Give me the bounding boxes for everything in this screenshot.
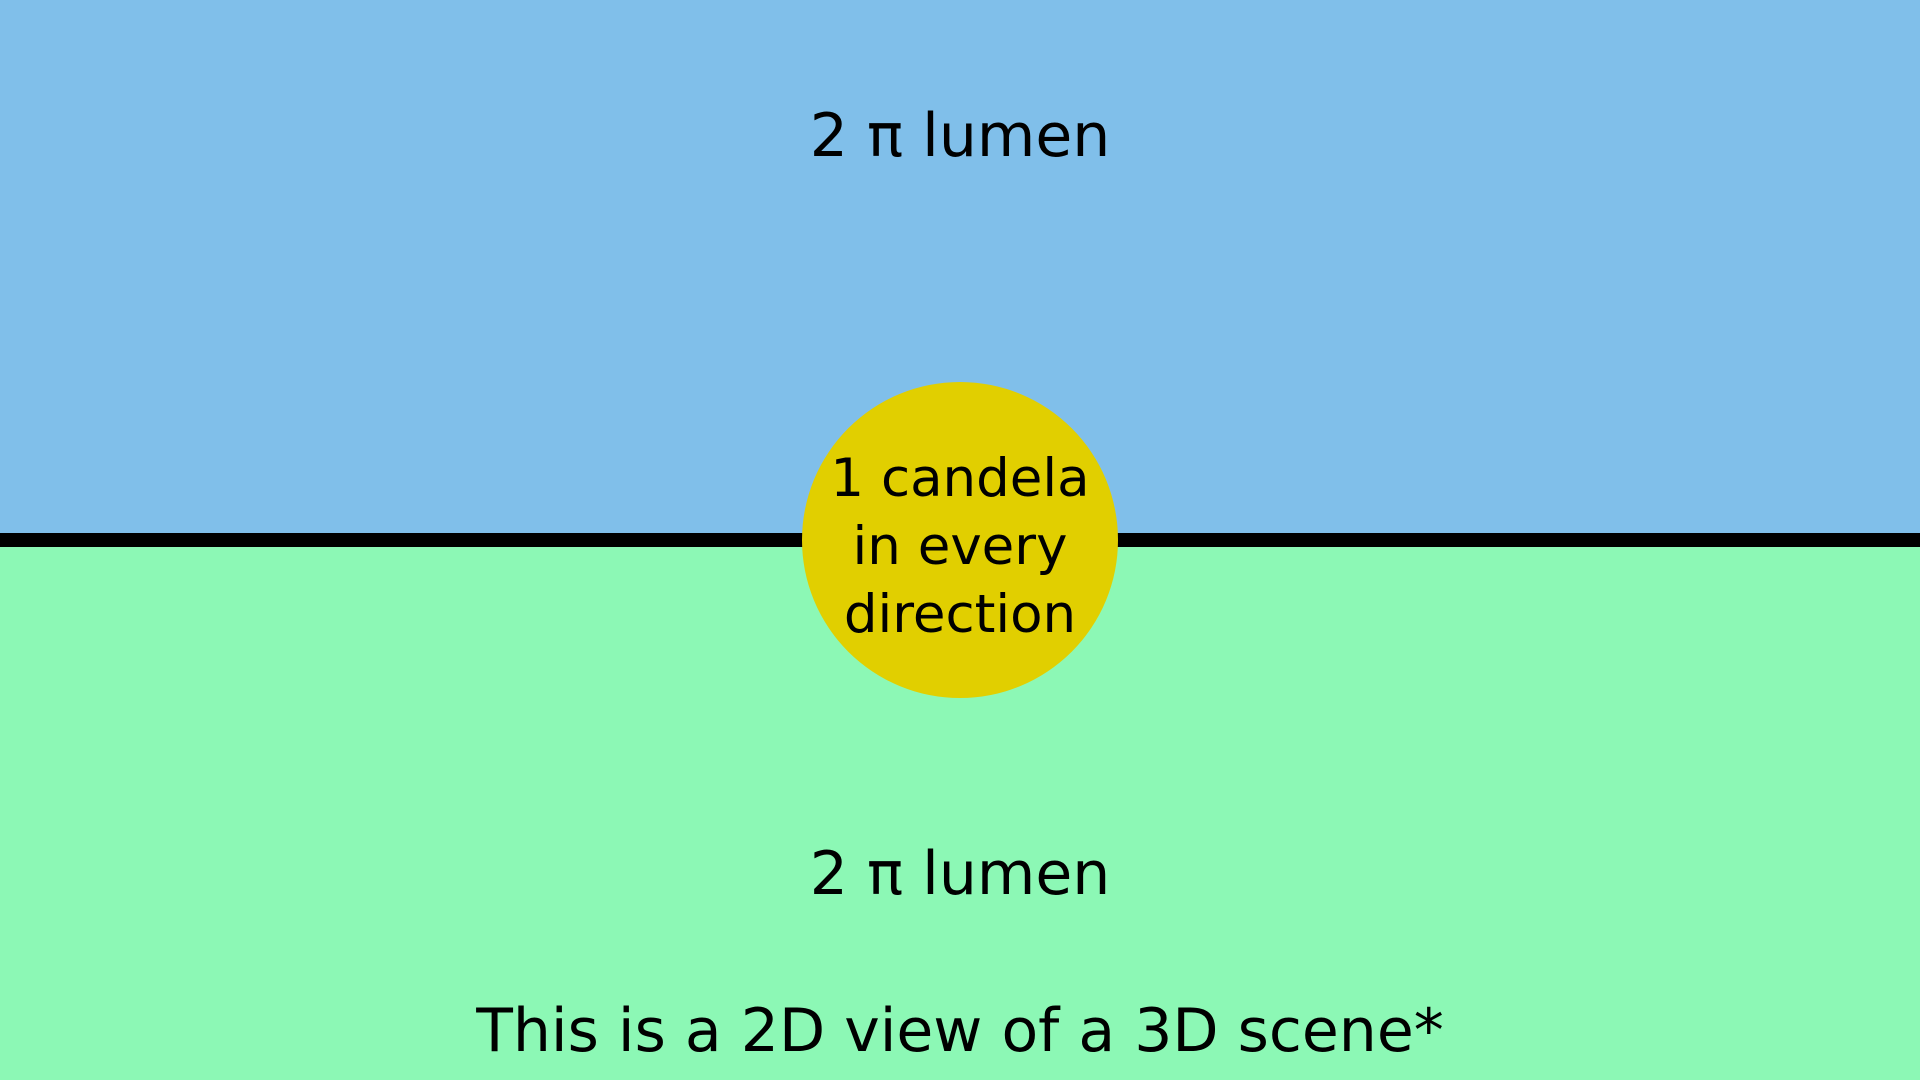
- upper-flux-label: 2 π lumen: [809, 101, 1111, 171]
- light-source-label: 1 candela in every direction: [802, 445, 1118, 649]
- scene-note: This is a 2D view of a 3D scene*: [476, 996, 1444, 1066]
- light-source-circle: 1 candela in every direction: [802, 382, 1118, 698]
- source-label-line-2: in every: [852, 516, 1068, 577]
- lower-flux-label: 2 π lumen: [809, 839, 1111, 909]
- source-label-line-3: direction: [843, 584, 1077, 645]
- source-label-line-1: 1 candela: [830, 448, 1090, 509]
